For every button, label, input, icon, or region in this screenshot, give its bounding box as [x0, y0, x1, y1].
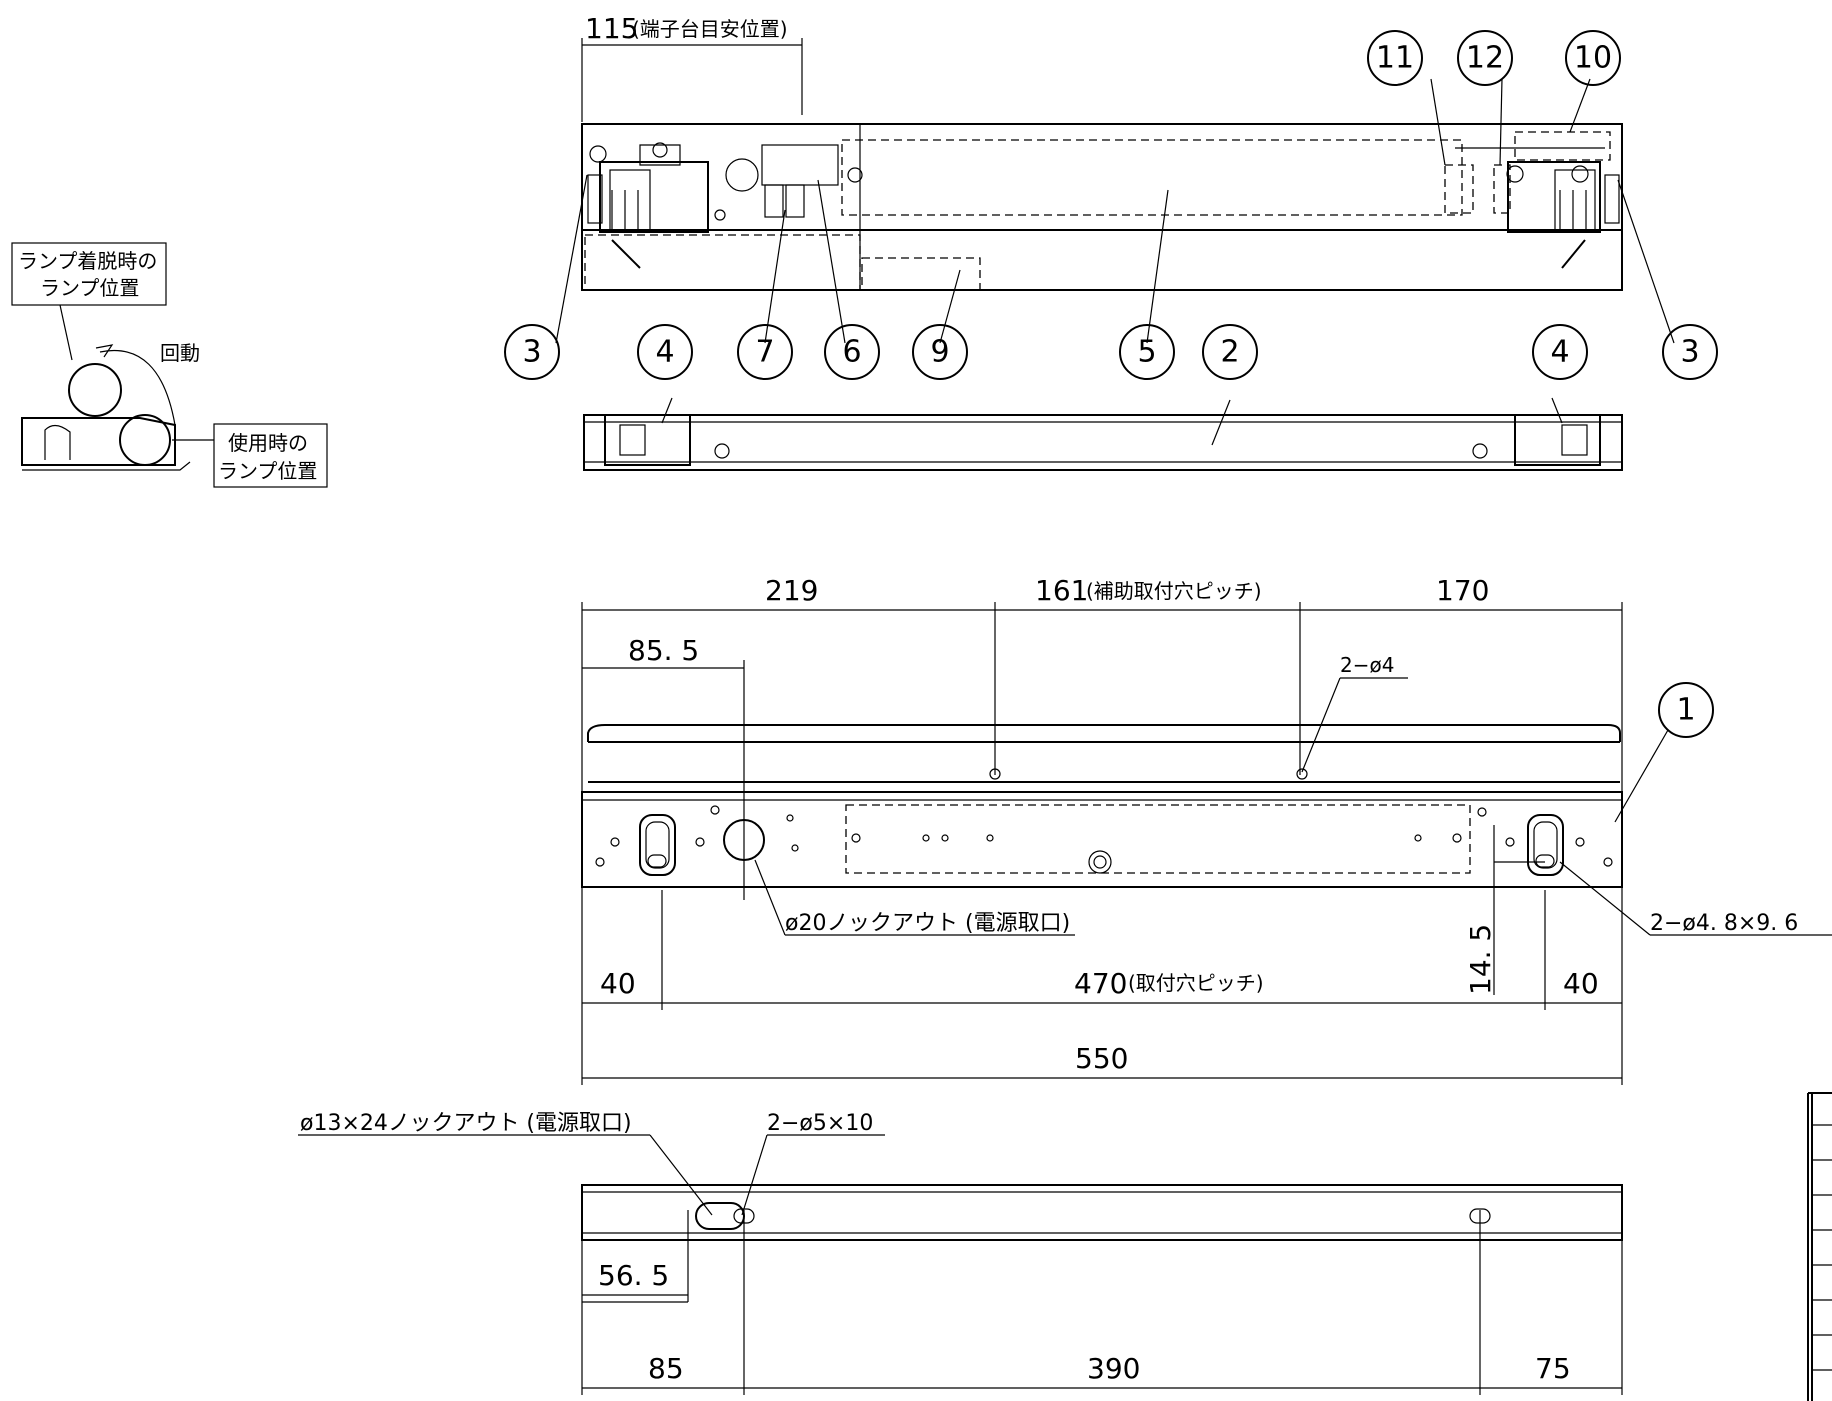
mounting-plate-view: 219 161 (補助取付穴ピッチ) 170 85. 5 2−ø4: [581, 574, 1832, 1085]
lamp-remove-label-1: ランプ着脱時の: [18, 249, 157, 273]
dim-85-5: 85. 5: [628, 634, 699, 667]
callouts: 3 4 7 6 9 5 2 4 3 11 12 10 1: [504, 30, 1718, 823]
front-strip-view: [583, 397, 1623, 471]
callout-1: 1: [1676, 693, 1695, 728]
lamp-position-detail: ランプ着脱時の ランプ位置 回動 使用時の ランプ位置: [11, 242, 328, 488]
callout-3-right: 3: [1680, 335, 1699, 370]
dim-115-note: (端子台目安位置): [632, 17, 788, 41]
dim-550: 550: [1075, 1042, 1128, 1075]
knockout-13-note: ø13×24ノックアウト (電源取口): [300, 1111, 632, 1136]
dim-390: 390: [1087, 1352, 1140, 1385]
dim-170: 170: [1436, 574, 1489, 607]
dim-75: 75: [1535, 1352, 1571, 1385]
bottom-side-view: ø13×24ノックアウト (電源取口) 2−ø5×10 56. 5 85 390…: [298, 1111, 1623, 1395]
callout-6: 6: [842, 335, 861, 370]
callout-3-left: 3: [522, 335, 541, 370]
callout-9: 9: [930, 335, 949, 370]
callout-2: 2: [1220, 335, 1239, 370]
rotate-label: 回動: [160, 341, 200, 365]
dim-115: 115: [585, 12, 638, 45]
callout-4-right: 4: [1550, 335, 1569, 370]
slot-48-note: 2−ø4. 8×9. 6: [1650, 911, 1798, 936]
dim-85: 85: [648, 1352, 684, 1385]
lamp-use-label-1: 使用時の: [228, 431, 308, 455]
parts-table-edge: [1807, 1092, 1832, 1401]
lamp-remove-label-2: ランプ位置: [40, 276, 139, 300]
dim-219: 219: [765, 574, 818, 607]
callout-5: 5: [1137, 335, 1156, 370]
callout-11: 11: [1376, 41, 1414, 76]
dim-470-note: (取付穴ピッチ): [1128, 971, 1264, 995]
callout-7: 7: [755, 335, 774, 370]
dim-2-phi4: 2−ø4: [1340, 653, 1394, 677]
callout-4-left: 4: [655, 335, 674, 370]
top-view: 115 (端子台目安位置): [555, 12, 1675, 344]
knockout-20-note: ø20ノックアウト (電源取口): [785, 911, 1070, 936]
dim-56-5: 56. 5: [598, 1259, 669, 1292]
callout-10: 10: [1574, 41, 1612, 76]
lamp-use-label-2: ランプ位置: [218, 459, 317, 483]
dim-40-right: 40: [1563, 967, 1599, 1000]
slot-5-note: 2−ø5×10: [767, 1111, 873, 1136]
dim-14-5: 14. 5: [1464, 924, 1497, 995]
dim-40-left: 40: [600, 967, 636, 1000]
dim-161: 161: [1035, 574, 1088, 607]
dim-161-note: (補助取付穴ピッチ): [1086, 579, 1262, 603]
callout-12: 12: [1466, 41, 1504, 76]
dim-470: 470: [1074, 967, 1127, 1000]
